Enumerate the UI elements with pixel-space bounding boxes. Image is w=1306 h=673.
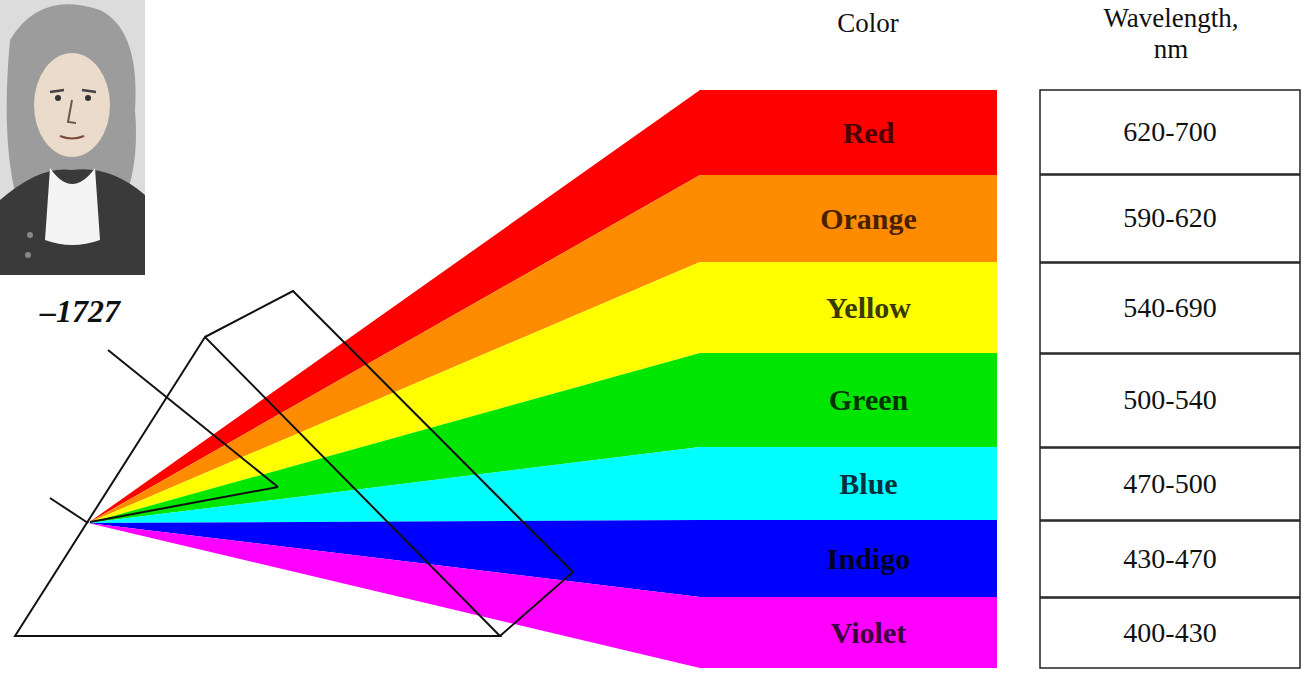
color-name: Red xyxy=(843,116,895,150)
wavelength-cell: 430-470 xyxy=(1123,543,1216,575)
color-name: Green xyxy=(829,383,908,417)
color-name: Blue xyxy=(839,467,897,501)
color-band: Blue xyxy=(700,447,997,520)
table-header: Color xyxy=(837,8,899,39)
color-band: Orange xyxy=(700,175,997,262)
portrait xyxy=(0,0,145,275)
table-header: Wavelength, nm xyxy=(1086,3,1256,65)
wavelength-cell: 620-700 xyxy=(1123,116,1216,148)
color-name: Violet xyxy=(831,616,907,650)
spectrum-fan xyxy=(88,90,700,668)
color-band: Green xyxy=(700,353,997,447)
color-name: Indigo xyxy=(827,542,910,576)
color-band: Red xyxy=(700,90,997,175)
wavelength-cell: 400-430 xyxy=(1123,617,1216,649)
wavelength-cell: 500-540 xyxy=(1123,384,1216,416)
table-grid xyxy=(1040,90,1300,668)
year-label: –1727 xyxy=(40,293,120,330)
color-name: Yellow xyxy=(826,291,911,325)
color-band: Violet xyxy=(700,597,997,668)
wavelength-cell: 470-500 xyxy=(1123,468,1216,500)
wavelength-cell: 590-620 xyxy=(1123,202,1216,234)
prism-outline xyxy=(15,291,573,636)
color-name: Orange xyxy=(820,202,917,236)
color-band: Yellow xyxy=(700,262,997,353)
color-band: Indigo xyxy=(700,520,997,597)
wavelength-cell: 540-690 xyxy=(1123,292,1216,324)
